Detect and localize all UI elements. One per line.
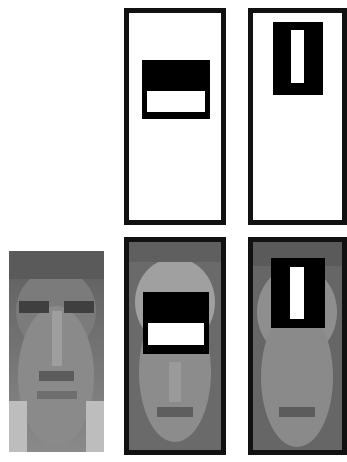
feature-white-region (291, 30, 304, 83)
feature-white-region (148, 323, 204, 345)
feature-template-horizontal (124, 8, 226, 225)
face-with-vertical-feature (248, 237, 347, 455)
face-image-original (9, 251, 104, 452)
face-with-horizontal-feature (124, 237, 226, 455)
feature-white-region (290, 267, 304, 319)
feature-white-region (147, 91, 205, 112)
feature-template-vertical (248, 8, 347, 225)
face-image (9, 251, 104, 452)
